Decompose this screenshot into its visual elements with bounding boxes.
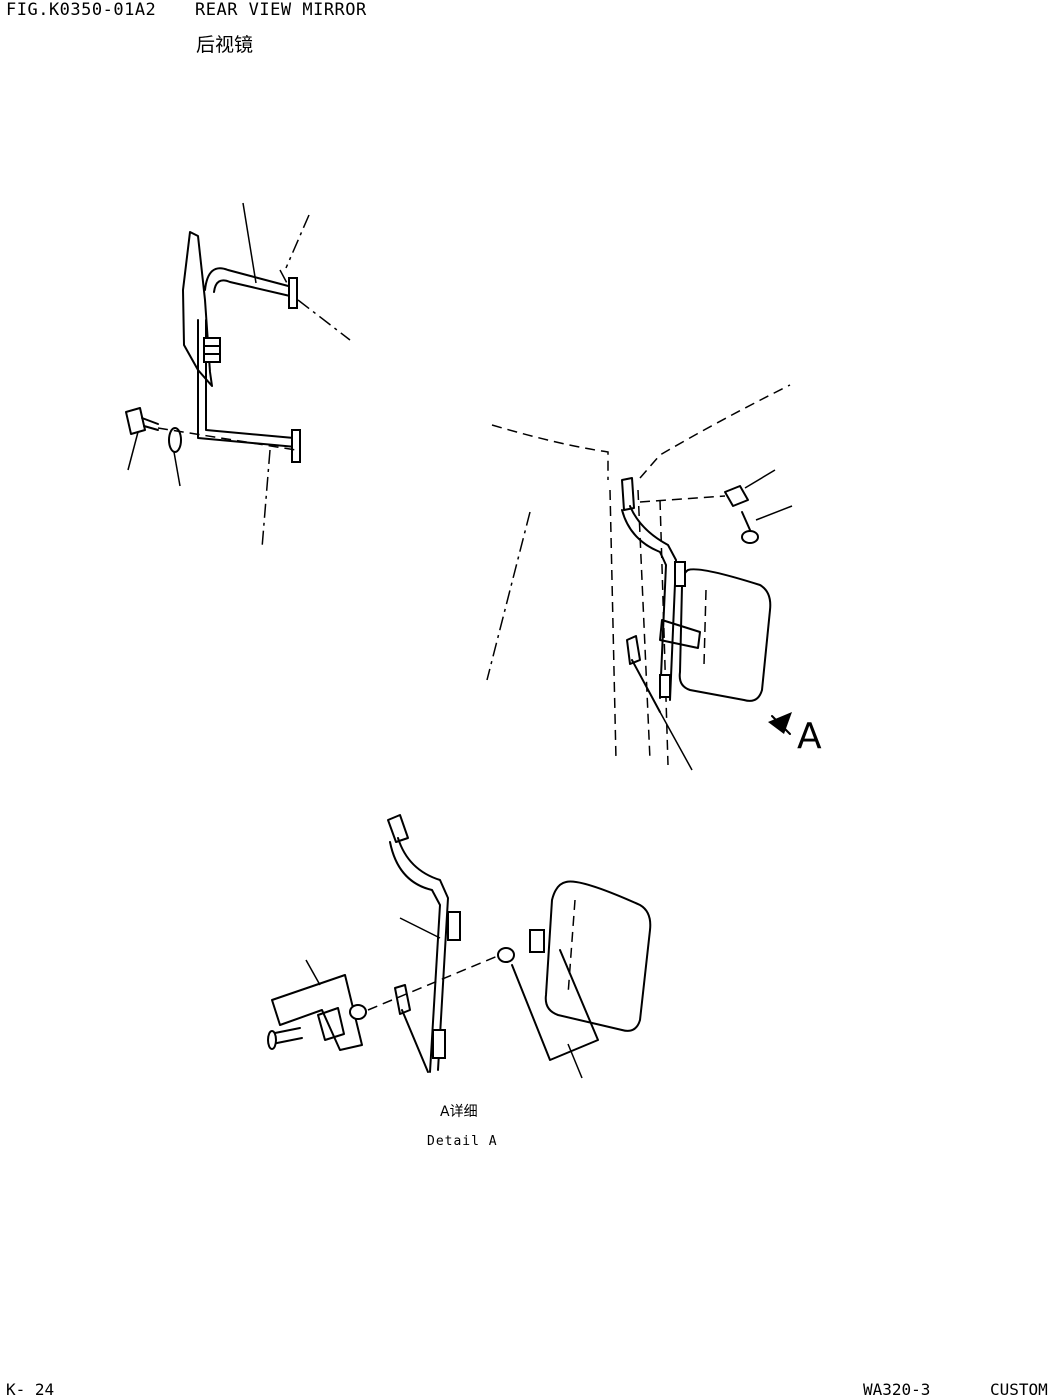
bolt-head	[125, 407, 146, 435]
assembly-line	[639, 495, 726, 503]
arm-mount	[621, 477, 635, 511]
centerline	[261, 449, 271, 549]
arm-mount	[387, 814, 409, 843]
hinge	[529, 929, 545, 953]
figure-title: REAR VIEW MIRROR	[195, 0, 367, 20]
washer	[168, 427, 182, 453]
model-number: WA320-3	[863, 1380, 931, 1399]
model-variant: CUSTOM	[990, 1380, 1048, 1399]
flange	[291, 429, 301, 463]
leader-line	[744, 469, 776, 489]
right-mirror-view	[486, 384, 793, 771]
ball-joint	[497, 947, 515, 963]
view-arrow-label: A	[797, 716, 822, 757]
centerline	[297, 299, 351, 341]
ball-joint	[349, 1004, 367, 1020]
assembly-line	[367, 954, 501, 1011]
view-arrow-shaft	[771, 715, 791, 735]
centerline	[486, 511, 531, 681]
bolt-shank	[741, 511, 751, 531]
mirror-glass	[678, 568, 772, 702]
mirror-arm	[389, 841, 441, 1073]
assembly-line	[157, 427, 297, 451]
mirror-arm	[397, 837, 449, 1071]
figure-title-chinese: 后视镜	[196, 34, 254, 56]
leader-line	[305, 959, 321, 986]
mirror-arm	[621, 509, 667, 699]
upper-left-bracket-view	[125, 202, 351, 549]
hinge	[674, 561, 686, 587]
bracket-rod	[204, 267, 293, 291]
cab-outline	[491, 424, 609, 480]
figure-code: FIG.K0350-01A2	[6, 0, 157, 20]
arm-mount	[626, 635, 641, 665]
hinge	[659, 674, 671, 698]
leader-line	[755, 505, 793, 521]
bolt-shank	[141, 417, 159, 431]
mirror-reflection	[703, 589, 707, 666]
leader-line	[127, 431, 139, 471]
cab-outline	[639, 384, 791, 479]
page-number: K- 24	[6, 1380, 55, 1399]
centerline	[285, 214, 310, 269]
flange	[288, 277, 298, 309]
leader-line	[659, 711, 693, 771]
mirror-glass	[544, 880, 652, 1032]
backing-plate	[271, 974, 363, 1051]
detail-a-view	[267, 814, 652, 1079]
mirror-arm	[629, 505, 677, 701]
pillar-line	[637, 489, 651, 761]
leader-line	[567, 1043, 583, 1079]
hinge	[447, 911, 461, 941]
clamp-detail	[203, 345, 221, 355]
pillar-line	[609, 489, 617, 761]
leader-line	[173, 451, 181, 487]
bolt-head	[267, 1030, 277, 1050]
detail-label: Detail A	[427, 1134, 498, 1149]
leader-line	[242, 202, 257, 284]
mirror-arm	[631, 659, 661, 713]
mirror-clamp	[659, 619, 701, 649]
mirror-back-bracket	[511, 949, 599, 1061]
mirror-arm	[401, 1009, 429, 1073]
pillar-line	[659, 499, 669, 766]
bolt-head	[741, 530, 759, 544]
clamp	[317, 1007, 345, 1041]
clamp	[203, 337, 221, 363]
arm-mount	[394, 984, 411, 1015]
hinge	[432, 1029, 446, 1059]
mounting-plate	[182, 231, 213, 387]
leader-line	[399, 917, 441, 939]
detail-label-chinese: A详细	[440, 1104, 478, 1120]
bracket-rod	[213, 279, 291, 297]
nut	[724, 485, 749, 507]
bracket-rod	[197, 319, 297, 448]
